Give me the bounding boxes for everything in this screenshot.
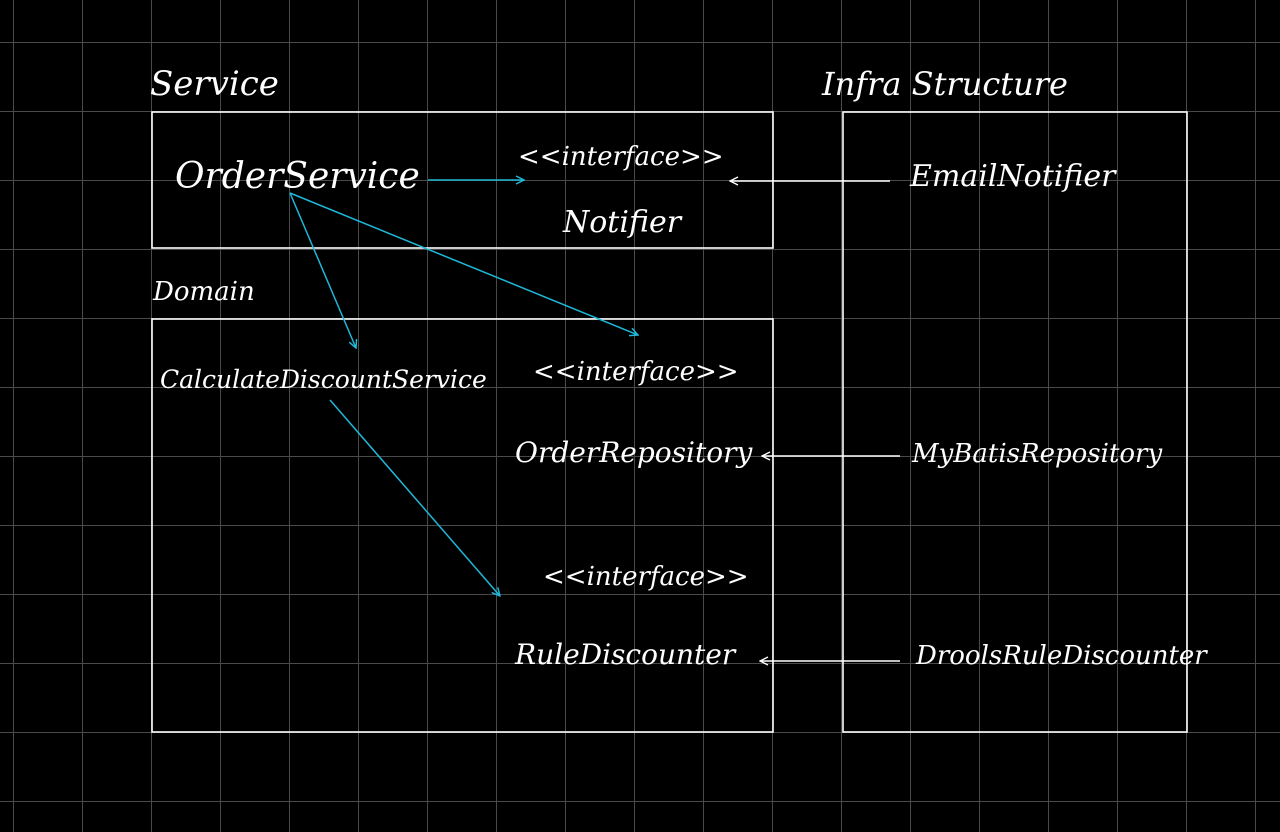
domain-layer-box bbox=[151, 318, 774, 733]
mybatis-repository-label: MyBatisRepository bbox=[911, 439, 1162, 469]
order-repository-stereotype-label: <<interface>> bbox=[533, 357, 739, 387]
infra-layer-title: Infra Structure bbox=[821, 65, 1068, 103]
order-service-label: OrderService bbox=[175, 156, 420, 197]
infra-layer-box bbox=[842, 111, 1188, 733]
notifier-label: Notifier bbox=[562, 205, 683, 240]
domain-layer-title: Domain bbox=[152, 277, 255, 307]
calculate-discount-service-label: CalculateDiscountService bbox=[160, 365, 487, 394]
service-layer-title: Service bbox=[150, 64, 279, 104]
dependency-arrow-orderservice-calculatediscountservice bbox=[289, 192, 356, 348]
dependency-arrow-calculatediscountservice-rulediscounter bbox=[329, 399, 500, 596]
notifier-stereotype-label: <<interface>> bbox=[518, 142, 724, 172]
drools-rule-discounter-label: DroolsRuleDiscounter bbox=[915, 641, 1208, 671]
service-layer-box bbox=[151, 111, 774, 249]
rule-discounter-label: RuleDiscounter bbox=[514, 638, 737, 671]
email-notifier-label: EmailNotifier bbox=[909, 159, 1117, 194]
rule-discounter-stereotype-label: <<interface>> bbox=[543, 562, 749, 592]
dependency-arrow-orderservice-orderrepository bbox=[289, 192, 638, 335]
order-repository-label: OrderRepository bbox=[515, 436, 753, 469]
